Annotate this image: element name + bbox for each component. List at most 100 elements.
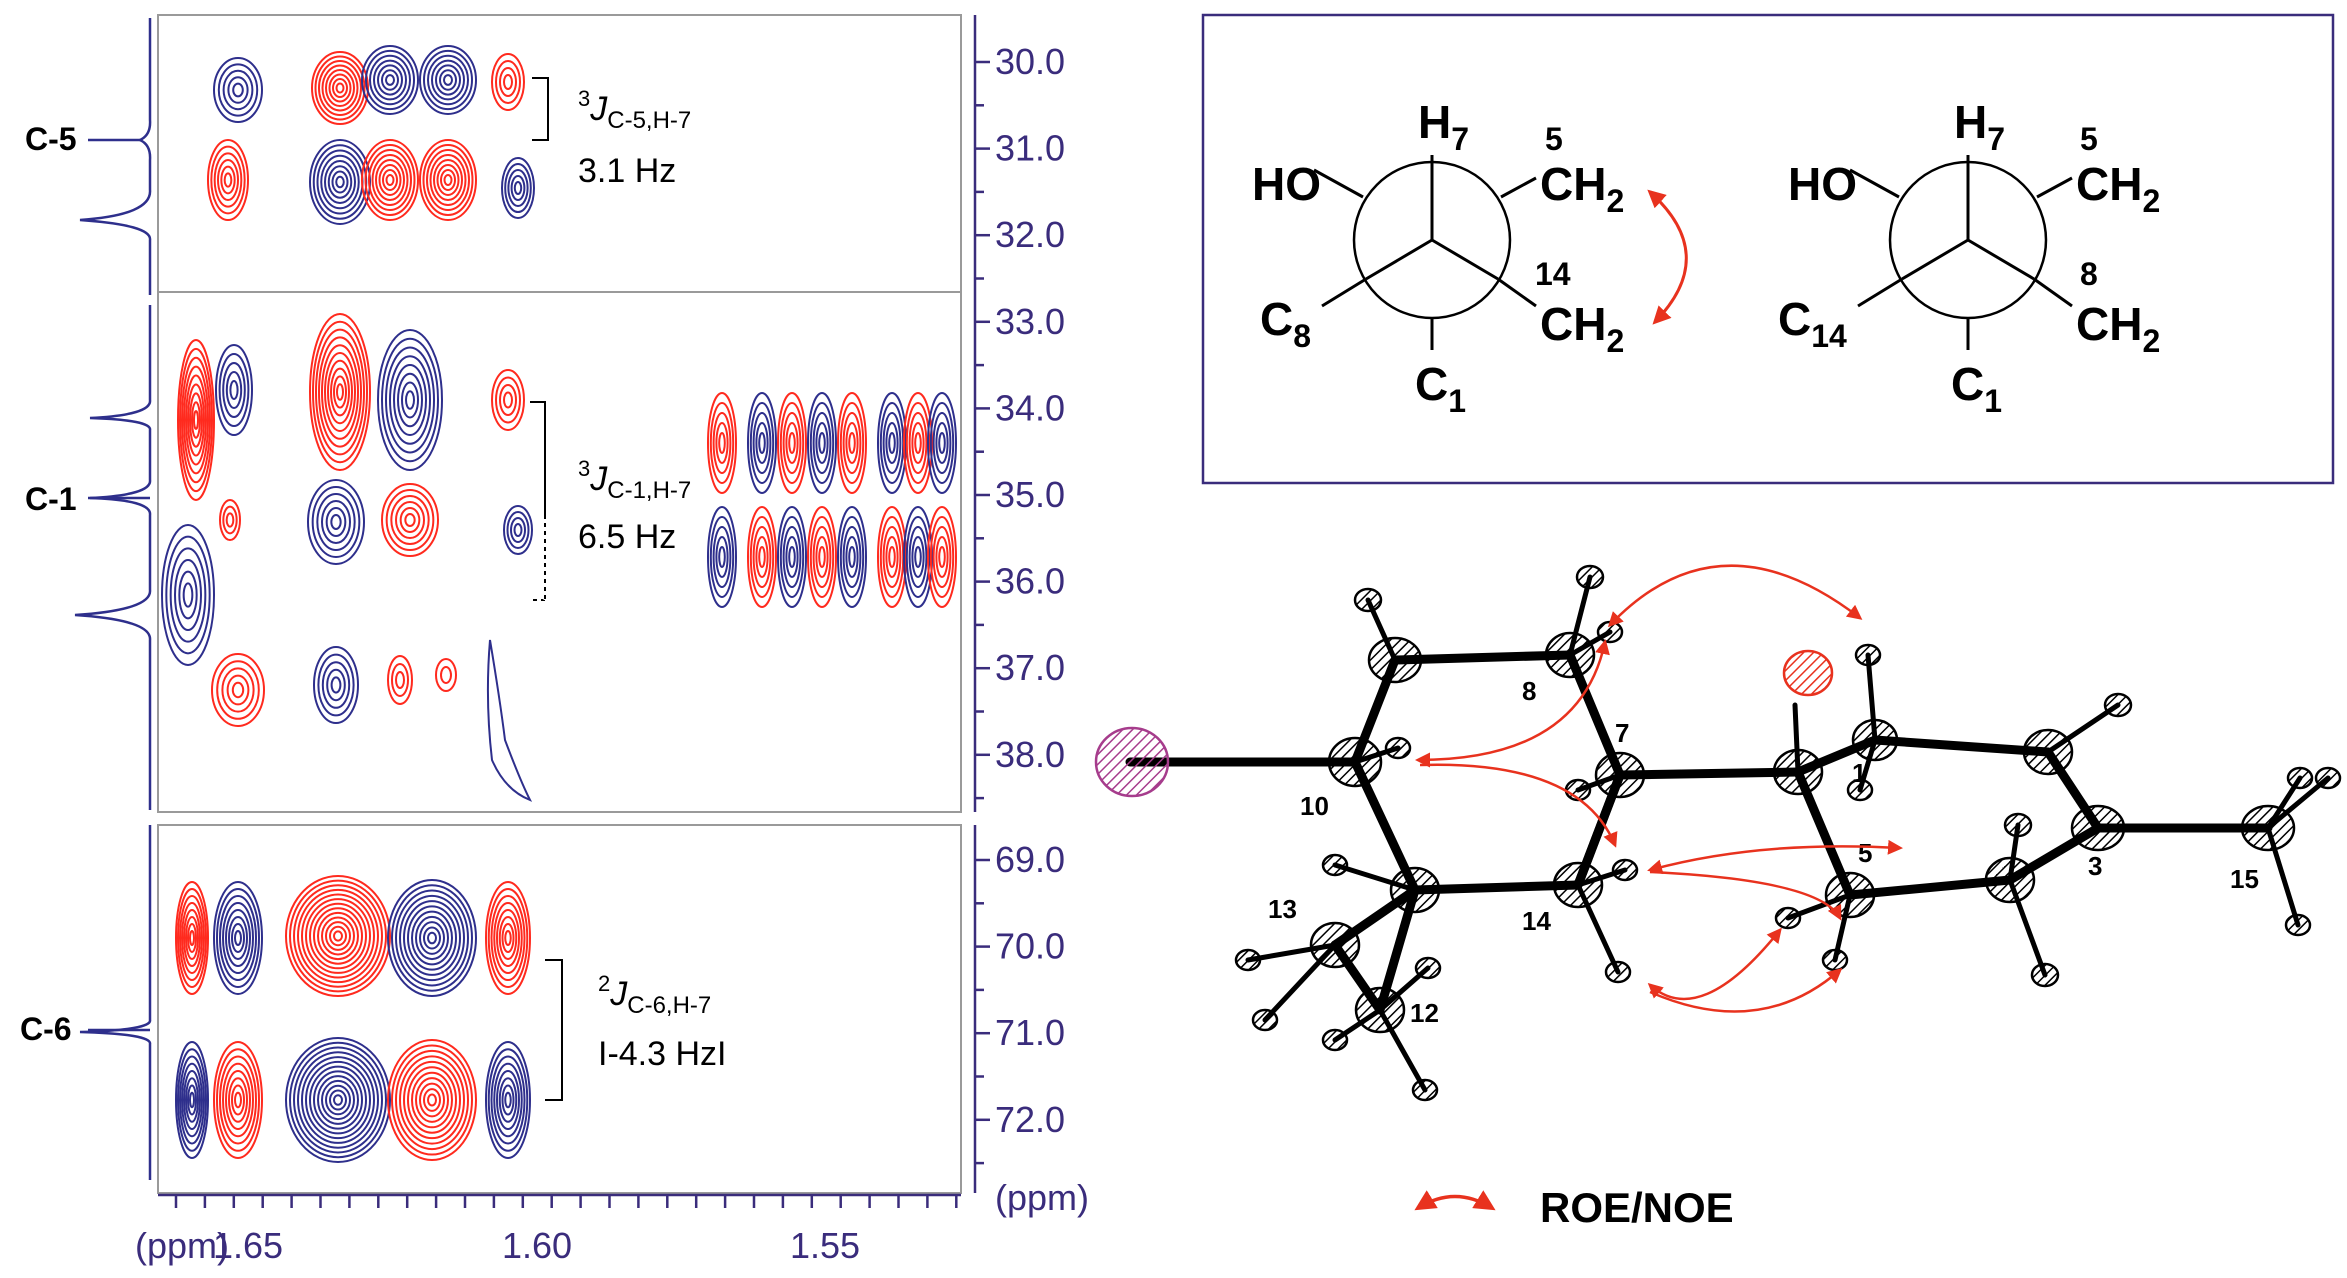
contour-level [427, 1093, 437, 1107]
svg-text:CH2: CH2 [2076, 158, 2160, 219]
svg-text:CH2: CH2 [2076, 298, 2160, 359]
contour-level [175, 1041, 209, 1159]
contour-level [436, 164, 460, 196]
contour-level [177, 888, 207, 988]
contour-level [929, 516, 955, 598]
contour-level [431, 59, 465, 101]
svg-text:8: 8 [2080, 256, 2098, 292]
contour-level [405, 390, 415, 410]
contour-level [313, 907, 363, 965]
contour-level [225, 909, 251, 967]
contour-level [305, 898, 371, 974]
molecular-structure: 10 8 7 1 13 14 5 3 15 12 [1094, 564, 2342, 1102]
contour-level [229, 380, 239, 400]
contour-level [222, 1062, 254, 1138]
coupling-c5: 3JC-5,H-7 3.1 Hz [578, 86, 691, 190]
contour-level [222, 505, 238, 535]
contour-level [503, 391, 513, 409]
contour-level [877, 392, 907, 494]
contour-level [504, 163, 532, 213]
atom [2030, 962, 2060, 988]
contour-level [213, 57, 263, 123]
contour-level [779, 516, 805, 598]
contour-level [220, 165, 236, 195]
y-tick-label: 32.0 [995, 214, 1065, 255]
contour-level [888, 546, 896, 568]
contour-level [381, 483, 439, 557]
contour-level [938, 432, 946, 454]
x-tick-label: 1.65 [213, 1225, 283, 1266]
contour-level [911, 422, 925, 464]
contour-level [903, 392, 933, 494]
contour-level [877, 506, 907, 608]
contour-level [807, 392, 837, 494]
contour-level [320, 154, 360, 210]
contour-level [812, 526, 832, 588]
contour-level [513, 181, 523, 195]
contour-level [490, 895, 526, 981]
contour-level [218, 353, 250, 427]
contour-level [387, 879, 477, 997]
contour-level [493, 1062, 523, 1138]
contour-level [223, 172, 233, 188]
atom [1854, 643, 1882, 667]
atom [1321, 853, 1349, 877]
contour-level [755, 536, 769, 578]
atom [1604, 960, 1632, 984]
contour-level [215, 344, 253, 436]
contour-level [433, 159, 463, 201]
contour-level [440, 169, 456, 191]
contour-level [785, 536, 799, 578]
contour-level [329, 925, 347, 947]
contour-level [329, 1089, 347, 1111]
svg-text:C1: C1 [1951, 358, 2002, 419]
contour-level [301, 1056, 375, 1144]
label-c6: C-6 [20, 1011, 72, 1047]
y-tick-label: 34.0 [995, 387, 1065, 428]
contour-level [325, 1084, 351, 1116]
contour-level [510, 175, 526, 201]
contour-level [498, 1077, 518, 1123]
x-tick-label: 1.60 [502, 1225, 572, 1266]
contour-level [321, 344, 359, 440]
contour-level [443, 74, 453, 86]
contour-level [333, 930, 343, 942]
contour-level [179, 1055, 205, 1145]
contour-level [385, 74, 395, 86]
contour-level [435, 64, 461, 96]
contour-level [185, 916, 199, 960]
svg-text:6.5 Hz: 6.5 Hz [578, 518, 676, 556]
contour-level [330, 514, 342, 530]
contour-level [707, 392, 737, 494]
contour-level [377, 329, 443, 471]
contour-level [415, 915, 449, 961]
svg-text:15: 15 [2230, 864, 2259, 894]
atom [1774, 906, 1802, 930]
contour-level [193, 410, 199, 430]
contour-level [321, 1079, 355, 1121]
contour-level [809, 516, 835, 598]
contour-level [321, 500, 351, 544]
contour-level [391, 884, 473, 992]
contour-level [507, 169, 529, 207]
contour-level [747, 392, 777, 494]
contour-level [315, 328, 365, 456]
contour-level [419, 1082, 445, 1118]
projection-trace [74, 18, 152, 1180]
contour-level [391, 1044, 473, 1156]
contour-level [309, 902, 367, 970]
contour-level [385, 174, 395, 186]
contour-level [777, 392, 807, 494]
contour-level [226, 674, 250, 706]
contour-level [297, 1051, 379, 1149]
contour-level [777, 506, 807, 608]
y-tick-label: 38.0 [995, 734, 1065, 775]
oxygen-atom [1782, 649, 1834, 697]
contour-level [443, 174, 453, 186]
contour-level [182, 582, 194, 608]
contour-level [490, 1055, 526, 1145]
svg-text:3JC-5,H-7: 3JC-5,H-7 [578, 86, 691, 134]
contour-level [503, 74, 513, 90]
contour-level [415, 1077, 449, 1123]
contour-level [216, 660, 260, 720]
